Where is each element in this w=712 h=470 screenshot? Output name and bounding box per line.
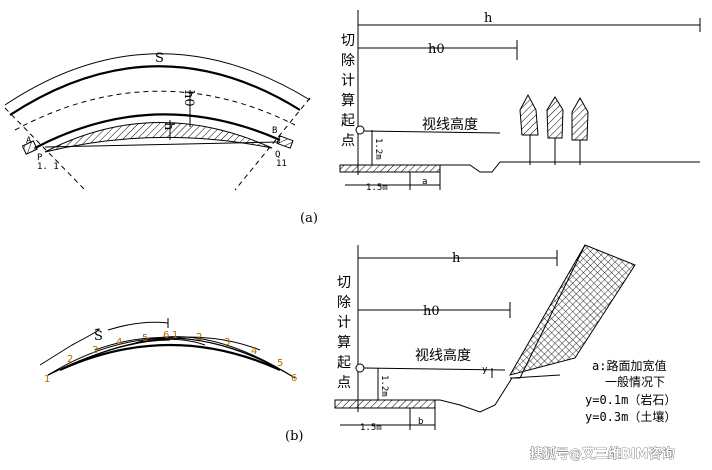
point-label: 3 (92, 345, 98, 356)
point-a-label: A (26, 136, 32, 146)
point-p-label: P (37, 153, 43, 163)
point-label: 3 (224, 337, 230, 348)
char: 点 (337, 375, 351, 391)
char: 起 (337, 355, 351, 371)
h0-label: h0 (428, 42, 445, 57)
arc-s-label: S (155, 51, 164, 66)
char: 除 (337, 295, 351, 311)
point-b-label: B (272, 126, 277, 136)
figure-a-profile: h h0 切 除 计 算 起 点 视线高度 1.2m 1.5m a (339, 10, 701, 193)
legend-line: y=0.1m（岩石） (585, 392, 676, 407)
char: 切 (337, 275, 351, 291)
h0-label: h0 (181, 90, 196, 107)
char: 起 (341, 113, 355, 129)
legend-line: 一般情况下 (605, 374, 665, 389)
figure-a-plan: S h0 h A B P Q 1. 1 11 (4, 51, 311, 191)
char: 点 (341, 133, 355, 149)
eye-height-label: 1.2m (379, 375, 389, 397)
figure-a-caption: (a) (300, 211, 318, 226)
point-label: 4 (251, 346, 257, 357)
sight-height-label: 视线高度 (422, 116, 478, 133)
point-label: 6 (291, 373, 297, 384)
figure-b-caption: (b) (285, 429, 303, 444)
point-label: 6 (163, 330, 169, 341)
widen-a-label: a (422, 177, 427, 187)
start-point-label: 切 除 计 算 起 点 (337, 275, 351, 391)
sight-height-label: 视线高度 (415, 347, 471, 364)
point-label: 2 (196, 332, 202, 343)
h-label: h (484, 11, 493, 26)
point-label: 5 (277, 358, 283, 369)
h0-label: h0 (423, 304, 440, 319)
legend-line: a:路面加宽值 (592, 358, 666, 373)
point-label: 2 (67, 354, 73, 365)
legend-line: y=0.3m（土壤） (585, 409, 676, 424)
y-label: y (482, 365, 488, 375)
char: 计 (341, 73, 355, 89)
eye-height-label: 1.2m (373, 138, 383, 160)
legend: a:路面加宽值 一般情况下 y=0.1m（岩石） y=0.3m（土壤） (585, 358, 676, 424)
arc-s-label: S (94, 329, 103, 344)
h-label: h (161, 122, 176, 131)
char: 算 (341, 93, 355, 109)
start-point-label: 切 除 计 算 起 点 (341, 33, 355, 149)
h-label: h (452, 251, 461, 266)
road-width-label: 1.5m (366, 183, 388, 193)
point-label: 1 (172, 330, 178, 341)
eye-point (355, 125, 365, 135)
station-p-label: 1. 1 (37, 162, 59, 172)
station-q-label: 11 (276, 159, 287, 169)
point-label: 4 (116, 337, 122, 348)
trees (519, 93, 589, 165)
char: 计 (337, 315, 351, 331)
point-q-label: Q (275, 150, 280, 160)
widen-b-label: b (418, 417, 423, 427)
char: 算 (337, 335, 351, 351)
figure-b-profile: h h0 切 除 计 算 起 点 视线高度 1.2m y 1.5m b (334, 244, 636, 433)
char: 切 (341, 33, 355, 49)
point-label: 5 (142, 333, 148, 344)
watermark: 搜狐号@艾三维BIM咨询 (530, 446, 675, 462)
char: 除 (341, 53, 355, 69)
eye-point (355, 363, 365, 373)
road-width-label: 1.5m (360, 423, 382, 433)
point-label: 1 (44, 374, 50, 385)
figure-b-plan: S 1 2 3 4 5 6 1 2 3 4 5 6 (39, 318, 297, 385)
